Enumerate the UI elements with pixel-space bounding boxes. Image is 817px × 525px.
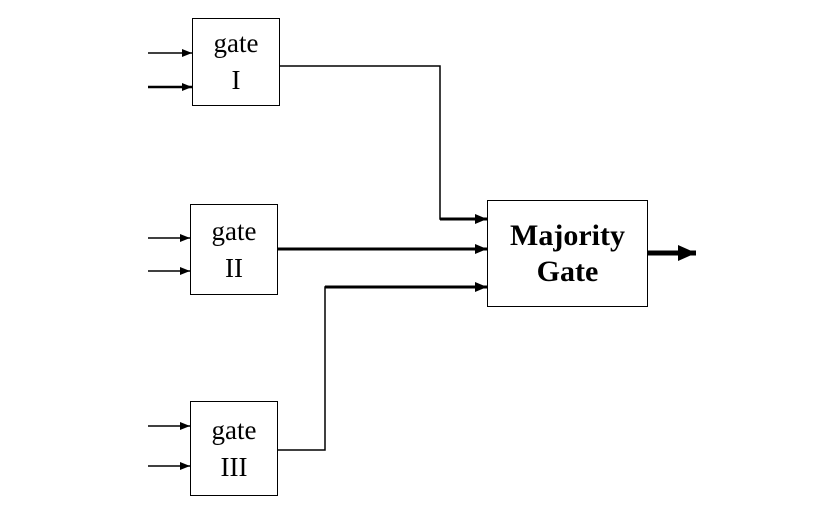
- gate-3-box: gate III: [190, 401, 278, 496]
- gate-3-label: gate: [211, 414, 257, 445]
- gate-3-numeral: III: [220, 451, 248, 482]
- gate-1-numeral: I: [231, 65, 241, 95]
- gate-2-numeral: II: [225, 252, 243, 283]
- gate-1-output-wire: [280, 65, 487, 220]
- gate-2-box: gate II: [190, 204, 278, 295]
- majority-gate-line1: Majority: [510, 218, 625, 252]
- gate-2-label: gate: [211, 215, 257, 246]
- gate-1-box: gate I: [192, 18, 280, 106]
- gate-3-output-wire: [278, 286, 440, 451]
- majority-gate-line2: Gate: [536, 254, 599, 288]
- gate-1-label: gate: [213, 28, 259, 58]
- majority-gate-box: Majority Gate: [487, 200, 648, 307]
